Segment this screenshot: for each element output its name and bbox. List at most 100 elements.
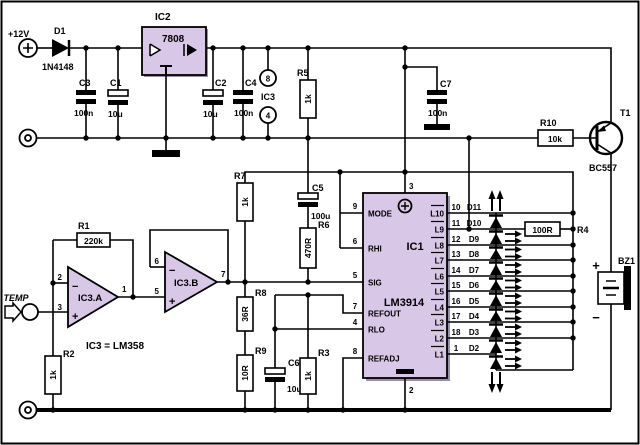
resistor-r8: 36R R8: [236, 282, 267, 332]
bz1-label: BZ1: [618, 256, 635, 266]
ic1-l-label-L5: L5: [435, 288, 445, 297]
r10-label: R10: [540, 118, 557, 128]
ic3a-pin2-label: 2: [58, 273, 63, 282]
led-emission-arrowhead-icon: [515, 284, 522, 291]
c3-label: C3: [79, 78, 91, 88]
c6-value: 10u: [287, 384, 302, 394]
capacitor-c2: C2 10u: [202, 48, 227, 138]
opamp-ic3b: 6 5 − + IC3.B 7: [149, 229, 229, 314]
r1-label: R1: [78, 221, 90, 231]
r2-label: R2: [63, 349, 75, 359]
resistor-r7: 1k R7: [234, 171, 254, 282]
c4-label: C4: [245, 78, 257, 88]
led-emission-arrowhead-icon: [515, 323, 522, 331]
transistor-t1: T1 BC557: [588, 108, 631, 272]
led-emission-arrowhead-icon: [515, 246, 522, 253]
bz1-plus-label: +: [592, 258, 600, 273]
junction-dot: [402, 407, 408, 413]
c5-value: 100u: [311, 211, 330, 221]
ic1-pin-name-MODE: MODE: [368, 210, 393, 219]
junction-dot: [570, 242, 576, 248]
r9-value: 10R: [240, 365, 250, 381]
junction-dot: [570, 273, 576, 279]
led-emission-arrowhead-icon: [515, 308, 522, 315]
junction-dot: [402, 64, 408, 70]
c6-label: C6: [288, 358, 300, 368]
junction-dot: [570, 304, 576, 310]
ic1-pin-name-REFOUT: REFOUT: [368, 310, 401, 319]
ic1-l-label-L2: L2: [435, 335, 445, 344]
junction-dot: [402, 45, 408, 51]
r3-label: R3: [318, 348, 330, 358]
led-D2-icon: [490, 358, 502, 369]
ic1-label: IC1: [406, 241, 423, 253]
junction-dot: [402, 169, 408, 175]
junction-dots: [50, 45, 576, 413]
resistor-r1: 220k R1: [53, 221, 134, 297]
junction-dot: [265, 45, 271, 51]
opamp-section: TEMP 220k R1 2 3 − + IC3.A 1: [3, 221, 363, 410]
junction-dot: [570, 335, 576, 341]
led-emission-arrowhead-icon: [515, 299, 522, 307]
ic1-l-label-L8: L8: [435, 242, 445, 251]
led-D5-icon: [490, 311, 502, 321]
resistor-r3: 1k R3: [299, 295, 330, 410]
led-emission-arrowhead-icon: [515, 355, 522, 363]
c3-value: 100n: [74, 108, 93, 118]
r7-label: R7: [234, 171, 246, 181]
junction-dot: [466, 226, 472, 232]
led-emission-arrowhead-icon: [515, 230, 522, 238]
led-D9-icon: [490, 249, 502, 259]
r7-value: 1k: [240, 197, 250, 207]
d1-part-label: 1N4148: [42, 62, 74, 72]
opamp-ic3a: 2 3 − + IC3.A 1: [58, 265, 165, 329]
junction-dot: [272, 407, 278, 413]
led-chain-section: 100R R4: [468, 138, 589, 393]
junction-dot: [265, 135, 271, 141]
diode-label-D5: D5: [469, 297, 480, 306]
ic1-out-pin-13: 13: [452, 250, 461, 259]
temp-label: TEMP: [3, 293, 29, 303]
ic3b-pin6-label: 6: [155, 257, 160, 266]
ic1-part-label: LM3914: [384, 297, 425, 309]
junction-dot: [340, 407, 346, 413]
ic1-pin-num-6: 6: [353, 237, 358, 246]
led-D4-icon: [490, 326, 502, 337]
capacitor-c5: C5 100u: [297, 138, 330, 228]
ic1-pin-num-9: 9: [353, 202, 358, 211]
c7-label: C7: [440, 79, 452, 89]
refout-wire: [275, 294, 363, 314]
junction-dot: [570, 257, 576, 263]
ic1-pin-name-RLO: RLO: [368, 326, 385, 335]
diode-label-D3: D3: [469, 328, 480, 337]
top-rail: [206, 47, 612, 123]
ic1-out-pin-11: 11: [452, 219, 461, 228]
junction-dot: [115, 45, 121, 51]
ic1-l-label-L3: L3: [435, 319, 445, 328]
ic1-pin-num-7: 7: [353, 302, 358, 311]
ic1-out-pin-15: 15: [452, 281, 461, 290]
r2-value: 1k: [48, 370, 58, 380]
alarm-section: 10k R10 T1 BC557 + BZ1 −: [537, 108, 635, 410]
junction-dot: [305, 407, 311, 413]
led-emission-arrowhead-icon: [515, 339, 522, 347]
led-emission-arrowhead-icon: [515, 237, 522, 245]
junction-dot: [210, 45, 216, 51]
junction-dot: [242, 407, 248, 413]
resistor-r9: 10R R9: [236, 331, 267, 410]
junction-dot: [305, 279, 311, 285]
diode-label-D11: D11: [467, 203, 482, 212]
junction-dot: [466, 135, 472, 141]
diode-label-D10: D10: [467, 219, 482, 228]
diode-label-D9: D9: [469, 235, 480, 244]
junction-dot: [240, 45, 246, 51]
ic1-out-pin-14: 14: [452, 266, 461, 275]
resistor-r2: 1k R2: [44, 349, 75, 410]
r4-value: 100R: [532, 225, 552, 235]
c1-value: 10u: [108, 109, 123, 119]
ic2-part-label: 7808: [162, 34, 185, 45]
ic3b-minus-icon: −: [169, 265, 175, 277]
resistor-r5: 1k R5: [297, 48, 317, 138]
r8-value: 36R: [240, 306, 250, 322]
